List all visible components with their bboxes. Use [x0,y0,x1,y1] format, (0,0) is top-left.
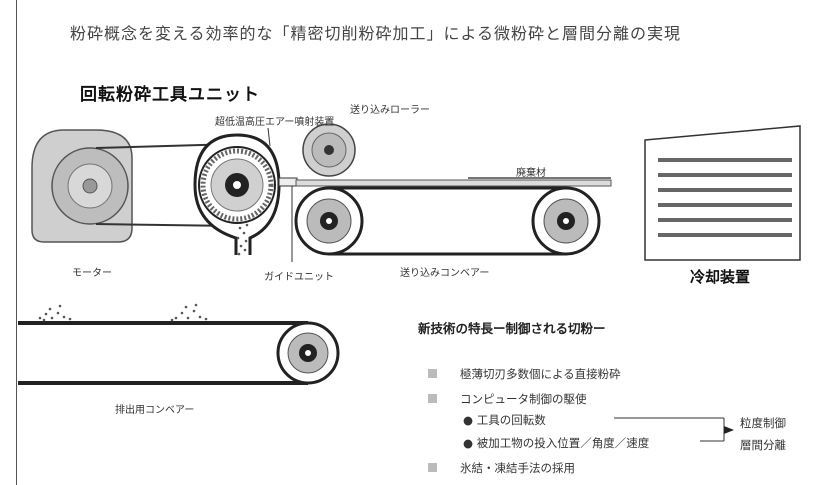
crusher-graphic [193,133,281,256]
label-feed-conveyor: 送り込みコンベアー [400,268,490,279]
label-cooling-unit: 冷却装置 [690,268,751,286]
label-guide-unit: ガイドユニット [264,272,334,283]
feature-sub-item: ● 被加工物の投入位置／角度／速度 [463,436,650,450]
cooling-unit-graphic [644,125,801,261]
label-waste-material: 廃棄材 [516,168,546,179]
feature-sub-item: ● 工具の回転数 [463,413,546,427]
discharge-conveyor-graphic [18,303,340,385]
result-item: 粒度制御 [740,416,786,430]
unit-title: 回転粉砕工具ユニット [80,85,260,105]
label-air-jet: 超低温高圧エアー噴射装置 [215,117,335,128]
label-motor: モーター [72,268,112,279]
feature-item: 極薄切刃多数個による直接粉砕 [460,367,621,381]
features-heading: 新技術の特長ー制御される切粉ー [418,321,606,336]
motor-graphic [31,129,133,243]
label-discharge-conveyor: 排出用コンベアー [115,405,195,416]
result-item: 層間分離 [740,438,786,452]
feed-roller-graphic [302,123,356,177]
figure-title: 粉砕概念を変える効率的な「精密切削粉砕加工」による微粉砕と層間分離の実現 [70,24,682,43]
feature-item: 氷結・凍結手法の採用 [460,461,575,475]
label-feed-roller: 送り込みローラー [350,105,430,116]
feature-item: コンピュータ制御の駆使 [460,392,587,406]
figure-frame [16,0,813,485]
feed-conveyor-graphic [294,186,601,256]
